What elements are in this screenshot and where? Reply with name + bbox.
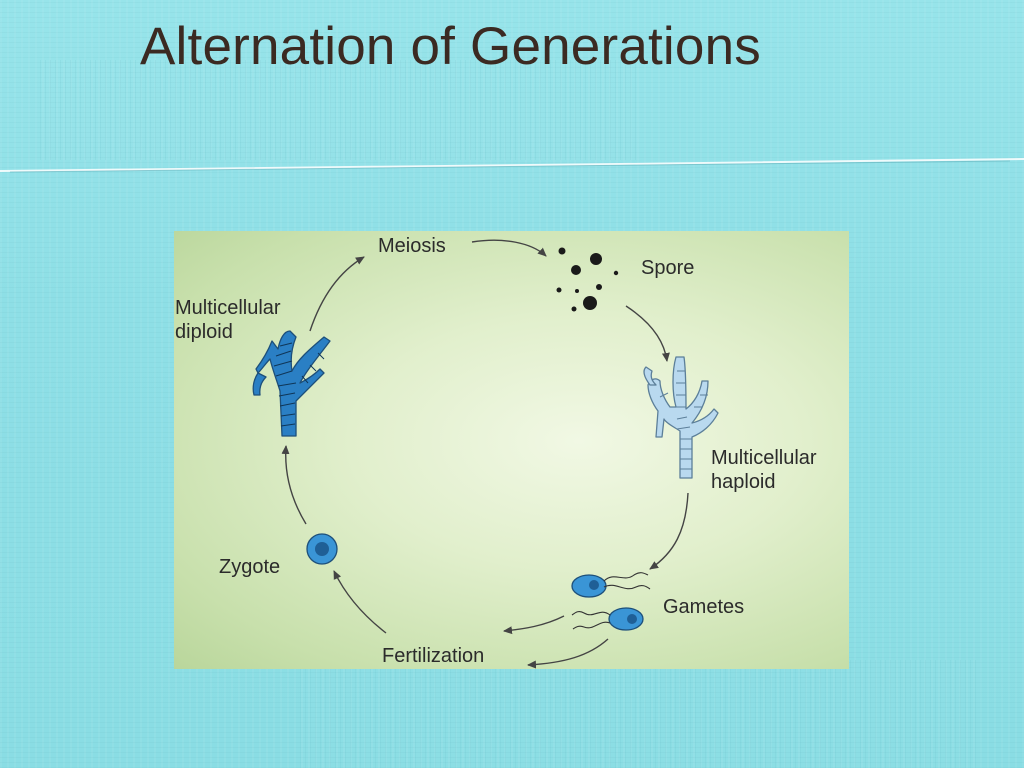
cycle-arrows [281, 239, 689, 669]
label-multicellular-diploid: Multicellular diploid [175, 296, 281, 344]
arrow-zygote-to-diploid [281, 445, 307, 525]
label-zygote: Zygote [219, 556, 281, 578]
label-multicellular-diploid-line1: Multicellular [175, 297, 281, 319]
spore-dots [556, 247, 619, 312]
label-multicellular-haploid: Multicellular haploid [711, 446, 817, 494]
arrow-fertilization-to-zygote [333, 570, 387, 634]
title-divider [0, 158, 1024, 173]
multicellular-haploid-organism [643, 356, 719, 479]
label-meiosis: Meiosis [378, 235, 446, 257]
life-cycle-diagram: Meiosis Spore Multicellular diploid Mult… [174, 231, 849, 669]
background-texture [40, 60, 640, 160]
label-multicellular-haploid-line1: Multicellular [711, 447, 817, 469]
arrow-meiosis-to-spore [471, 239, 547, 257]
arrow-spore-to-haploid [625, 305, 670, 362]
label-fertilization: Fertilization [382, 645, 485, 667]
background-texture [300, 660, 980, 768]
label-multicellular-haploid-line2: haploid [711, 471, 776, 493]
zygote-cell [306, 533, 338, 565]
multicellular-diploid-organism [252, 330, 331, 437]
slide-title: Alternation of Generations [140, 17, 761, 76]
label-multicellular-diploid-line2: diploid [175, 321, 233, 343]
arrow-gametes-to-fertilization-lower [527, 638, 609, 669]
label-spore: Spore [641, 257, 695, 279]
arrow-haploid-to-gametes [649, 492, 689, 570]
label-gametes: Gametes [663, 596, 745, 618]
arrow-diploid-to-meiosis [309, 256, 365, 332]
arrow-gametes-to-fertilization-upper [503, 615, 565, 635]
gamete-cells [571, 572, 651, 631]
life-cycle-graphics [252, 239, 719, 669]
